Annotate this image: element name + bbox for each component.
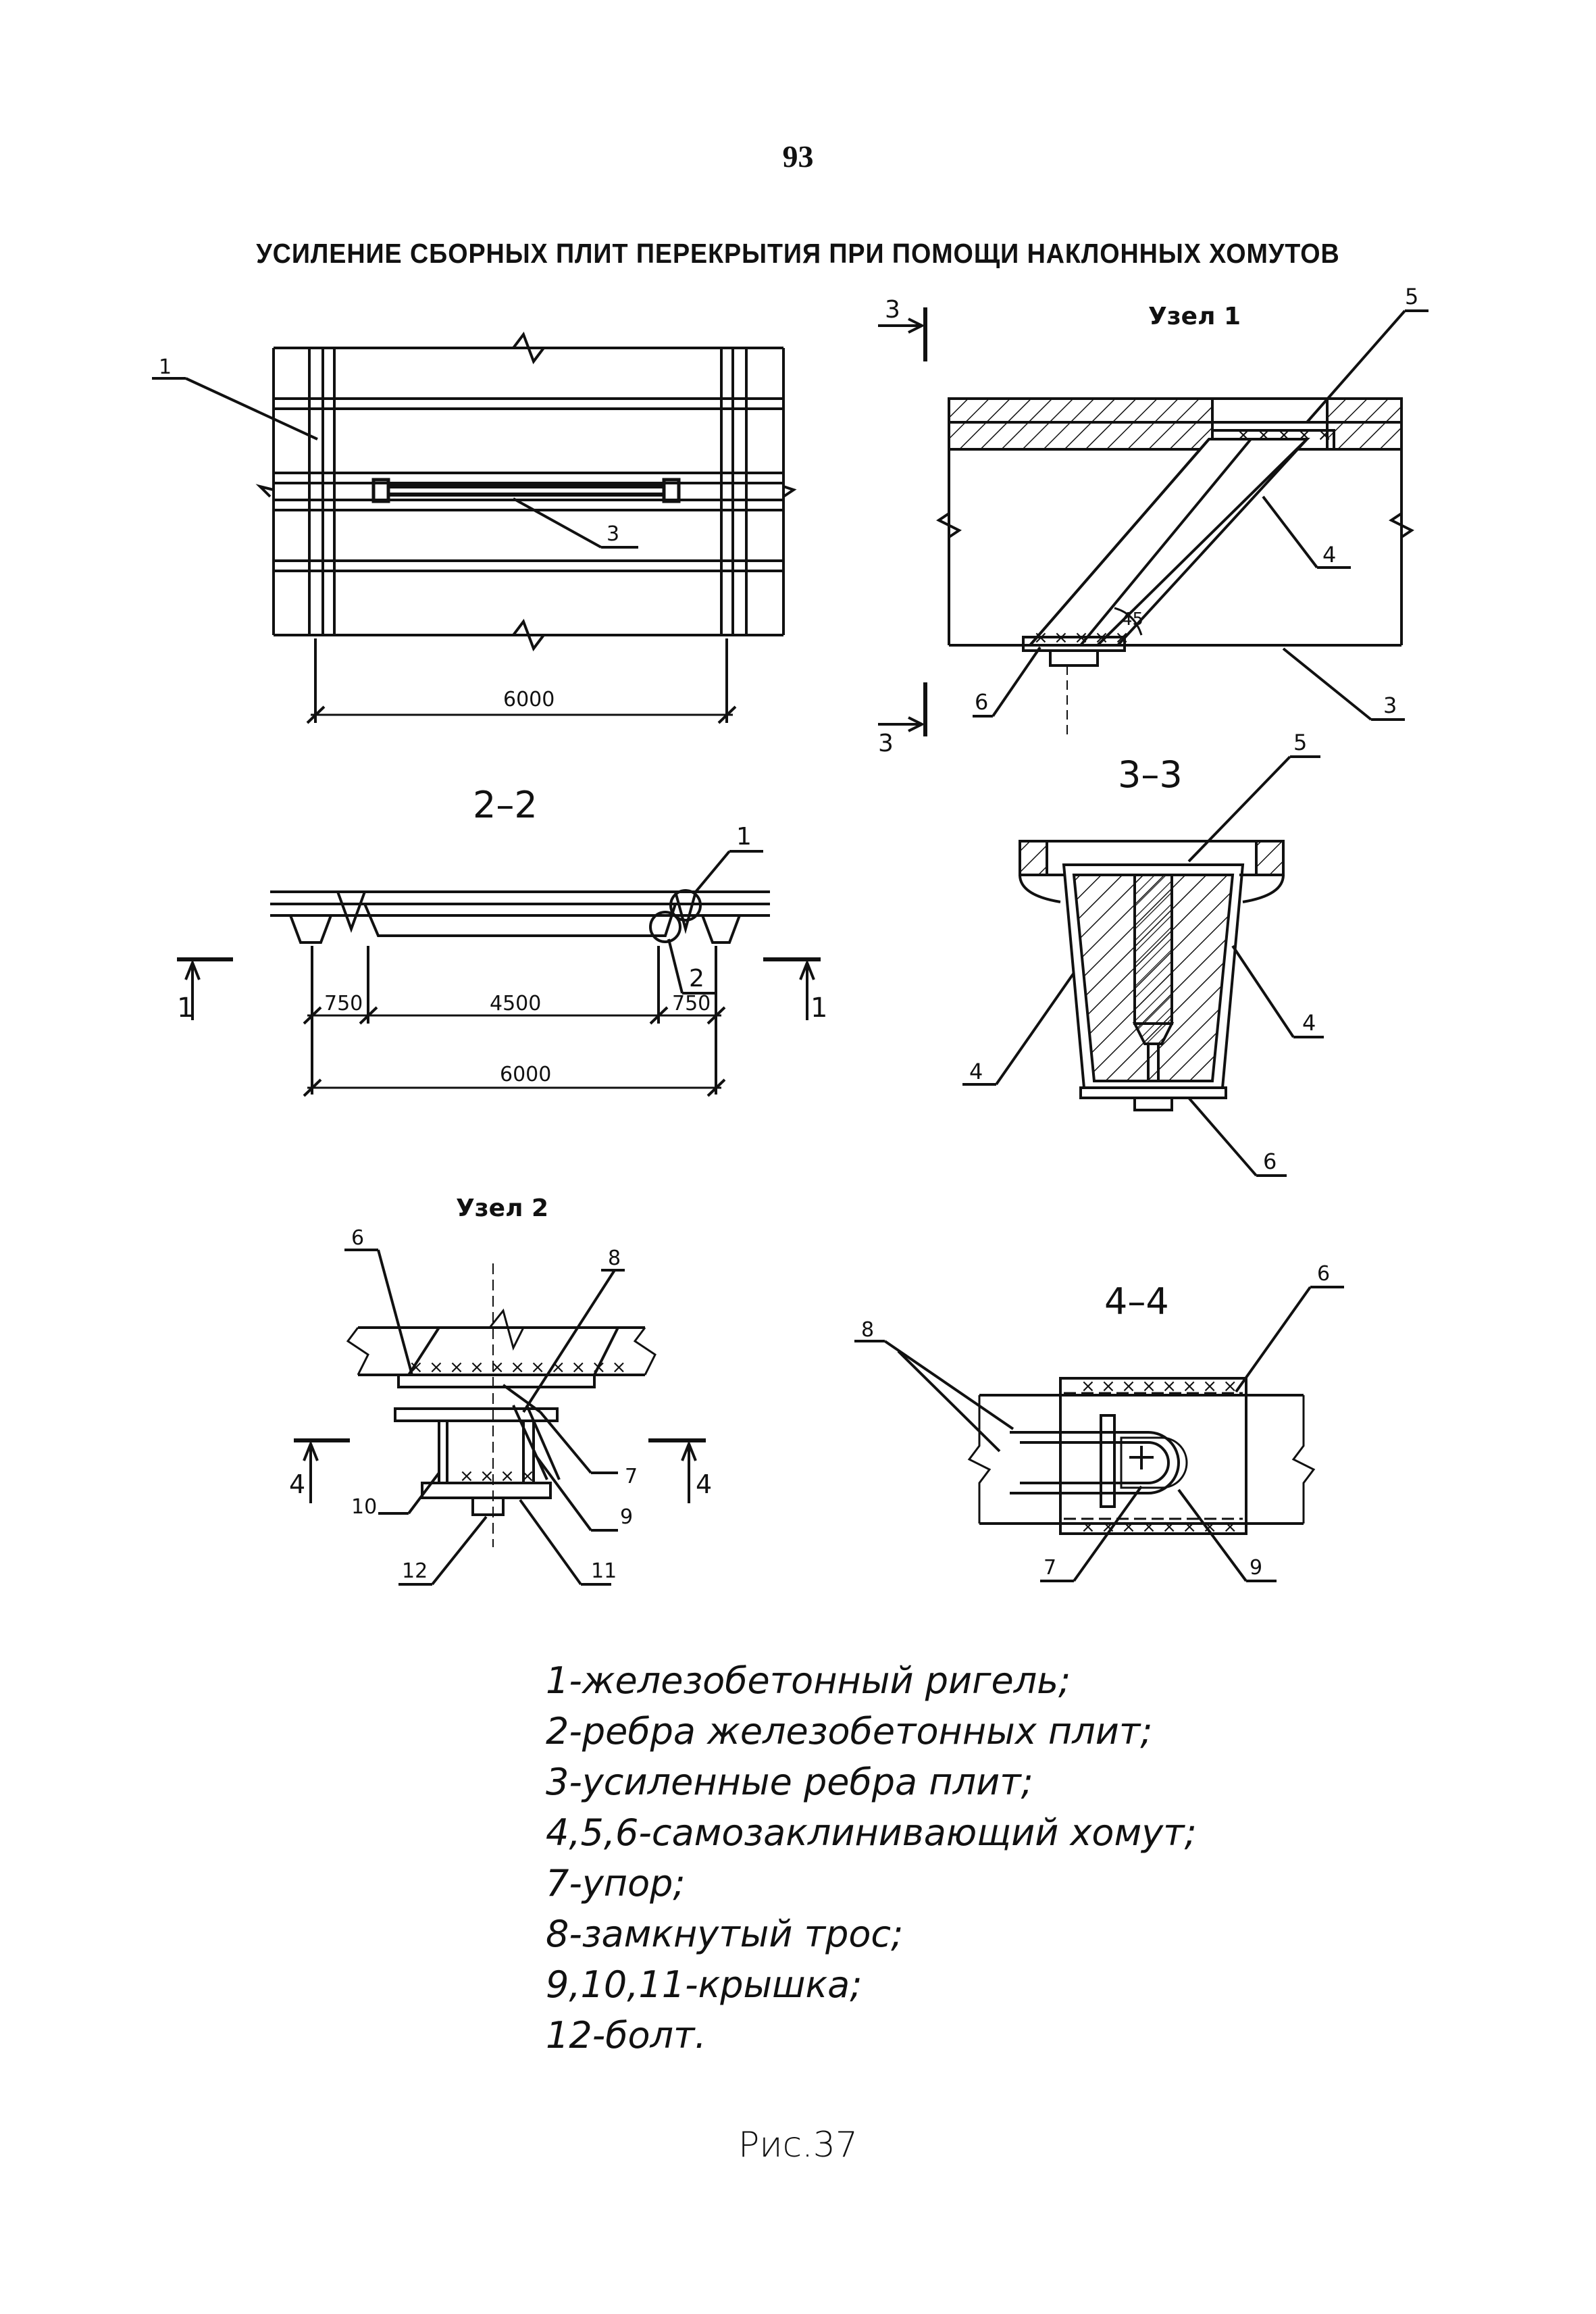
node-label: Узел 1	[1148, 303, 1241, 330]
callout-5: 5	[1293, 730, 1307, 755]
legend-item: 7-упор;	[546, 1862, 686, 1905]
callout-4: 4	[1322, 542, 1336, 568]
cut-mark-right: 1	[810, 992, 827, 1024]
page-number: 93	[782, 139, 814, 174]
dim-750-left: 750	[324, 992, 363, 1015]
svg-text:× × × × ×: × × × × ×	[1236, 425, 1332, 445]
node-1-detail	[878, 307, 1428, 736]
angle-label: 45	[1121, 609, 1143, 630]
section-2-2	[177, 850, 821, 1097]
section-label: 4–4	[1104, 1280, 1169, 1323]
callout-6: 6	[1263, 1149, 1277, 1174]
legend-item: 4,5,6-самозаклинивающий хомут;	[546, 1811, 1197, 1854]
svg-text:× × × × × × × ×: × × × × × × × ×	[1081, 1376, 1237, 1397]
legend-item: 9,10,11-крышка;	[546, 1963, 863, 2006]
legend: 1-железобетонный ригель; 2-ребра железоб…	[546, 1655, 1197, 2061]
legend-item: 3-усиленные ребра плит;	[546, 1761, 1033, 1803]
callout-5: 5	[1405, 284, 1418, 309]
callout-3: 3	[1383, 693, 1397, 718]
callout-6: 6	[1317, 1262, 1330, 1286]
svg-text:× × × × ×: × × × × ×	[1033, 628, 1129, 648]
node-2-labels: Узел 2 6 8 7 9 10 12 11 4 4	[289, 1194, 712, 1583]
plan-view	[152, 331, 797, 724]
cut-mark-top: 3	[885, 296, 900, 324]
svg-text:× × × × × × × ×: × × × × × × × ×	[1081, 1517, 1237, 1537]
callout-7: 7	[1044, 1556, 1056, 1580]
svg-text:× × × ×: × × × ×	[459, 1466, 535, 1486]
node-2-detail	[294, 1249, 706, 1586]
callout-9: 9	[1250, 1556, 1262, 1580]
callout-6: 6	[351, 1226, 364, 1250]
node-label: Узел 2	[456, 1194, 548, 1222]
callout-4-right: 4	[1302, 1010, 1316, 1036]
callout-10: 10	[351, 1495, 377, 1519]
node-1-labels: Узел 1 3 3 5 4 6 3 45	[878, 284, 1418, 757]
legend-item: 1-железобетонный ригель;	[546, 1659, 1071, 1702]
section-3-3-labels: 3–3 5 4 4 6	[969, 730, 1316, 1174]
dim-4500: 4500	[490, 992, 541, 1015]
callout-2: 2	[689, 965, 704, 992]
section-label: 2–2	[473, 784, 538, 826]
cut-mark-bottom: 3	[878, 730, 894, 757]
weld-marks: × × × × × × × × × × × × × × × × × × × × …	[409, 425, 1332, 1537]
section-label: 3–3	[1118, 753, 1183, 796]
dim-6000: 6000	[500, 1063, 551, 1086]
callout-3: 3	[607, 522, 619, 546]
section-3-3	[962, 755, 1324, 1177]
cut-mark-right: 4	[696, 1469, 712, 1499]
svg-text:× × × × × × × × × × ×: × × × × × × × × × × ×	[409, 1357, 626, 1378]
cut-mark-left: 1	[177, 992, 194, 1024]
dim-750-right: 750	[672, 992, 711, 1015]
callout-12: 12	[402, 1559, 428, 1583]
callout-8: 8	[861, 1318, 874, 1342]
dim-span: 6000	[503, 688, 555, 711]
callout-8: 8	[608, 1247, 621, 1270]
figure-caption: Рис.37	[738, 2125, 858, 2165]
section-4-4	[854, 1286, 1344, 1582]
figure-title: УСИЛЕНИЕ СБОРНЫХ ПЛИТ ПЕРЕКРЫТИЯ ПРИ ПОМ…	[256, 238, 1340, 269]
callout-9: 9	[620, 1505, 633, 1529]
callout-4-left: 4	[969, 1059, 983, 1084]
legend-item: 12-болт.	[546, 2014, 706, 2057]
cut-mark-left: 4	[289, 1469, 305, 1499]
plan-view-labels: 1 3 6000	[159, 355, 619, 711]
callout-7: 7	[625, 1465, 638, 1488]
callout-11: 11	[591, 1559, 617, 1583]
callout-1: 1	[736, 823, 752, 851]
section-2-2-labels: 2–2 1 2 1 1 750 4500 750 6000	[177, 784, 827, 1086]
legend-item: 2-ребра железобетонных плит;	[546, 1710, 1153, 1753]
section-4-4-labels: 4–4 8 6 7 9	[861, 1262, 1330, 1580]
legend-item: 8-замкнутый трос;	[546, 1913, 904, 1955]
callout-6: 6	[975, 689, 988, 715]
callout-1: 1	[159, 355, 172, 379]
